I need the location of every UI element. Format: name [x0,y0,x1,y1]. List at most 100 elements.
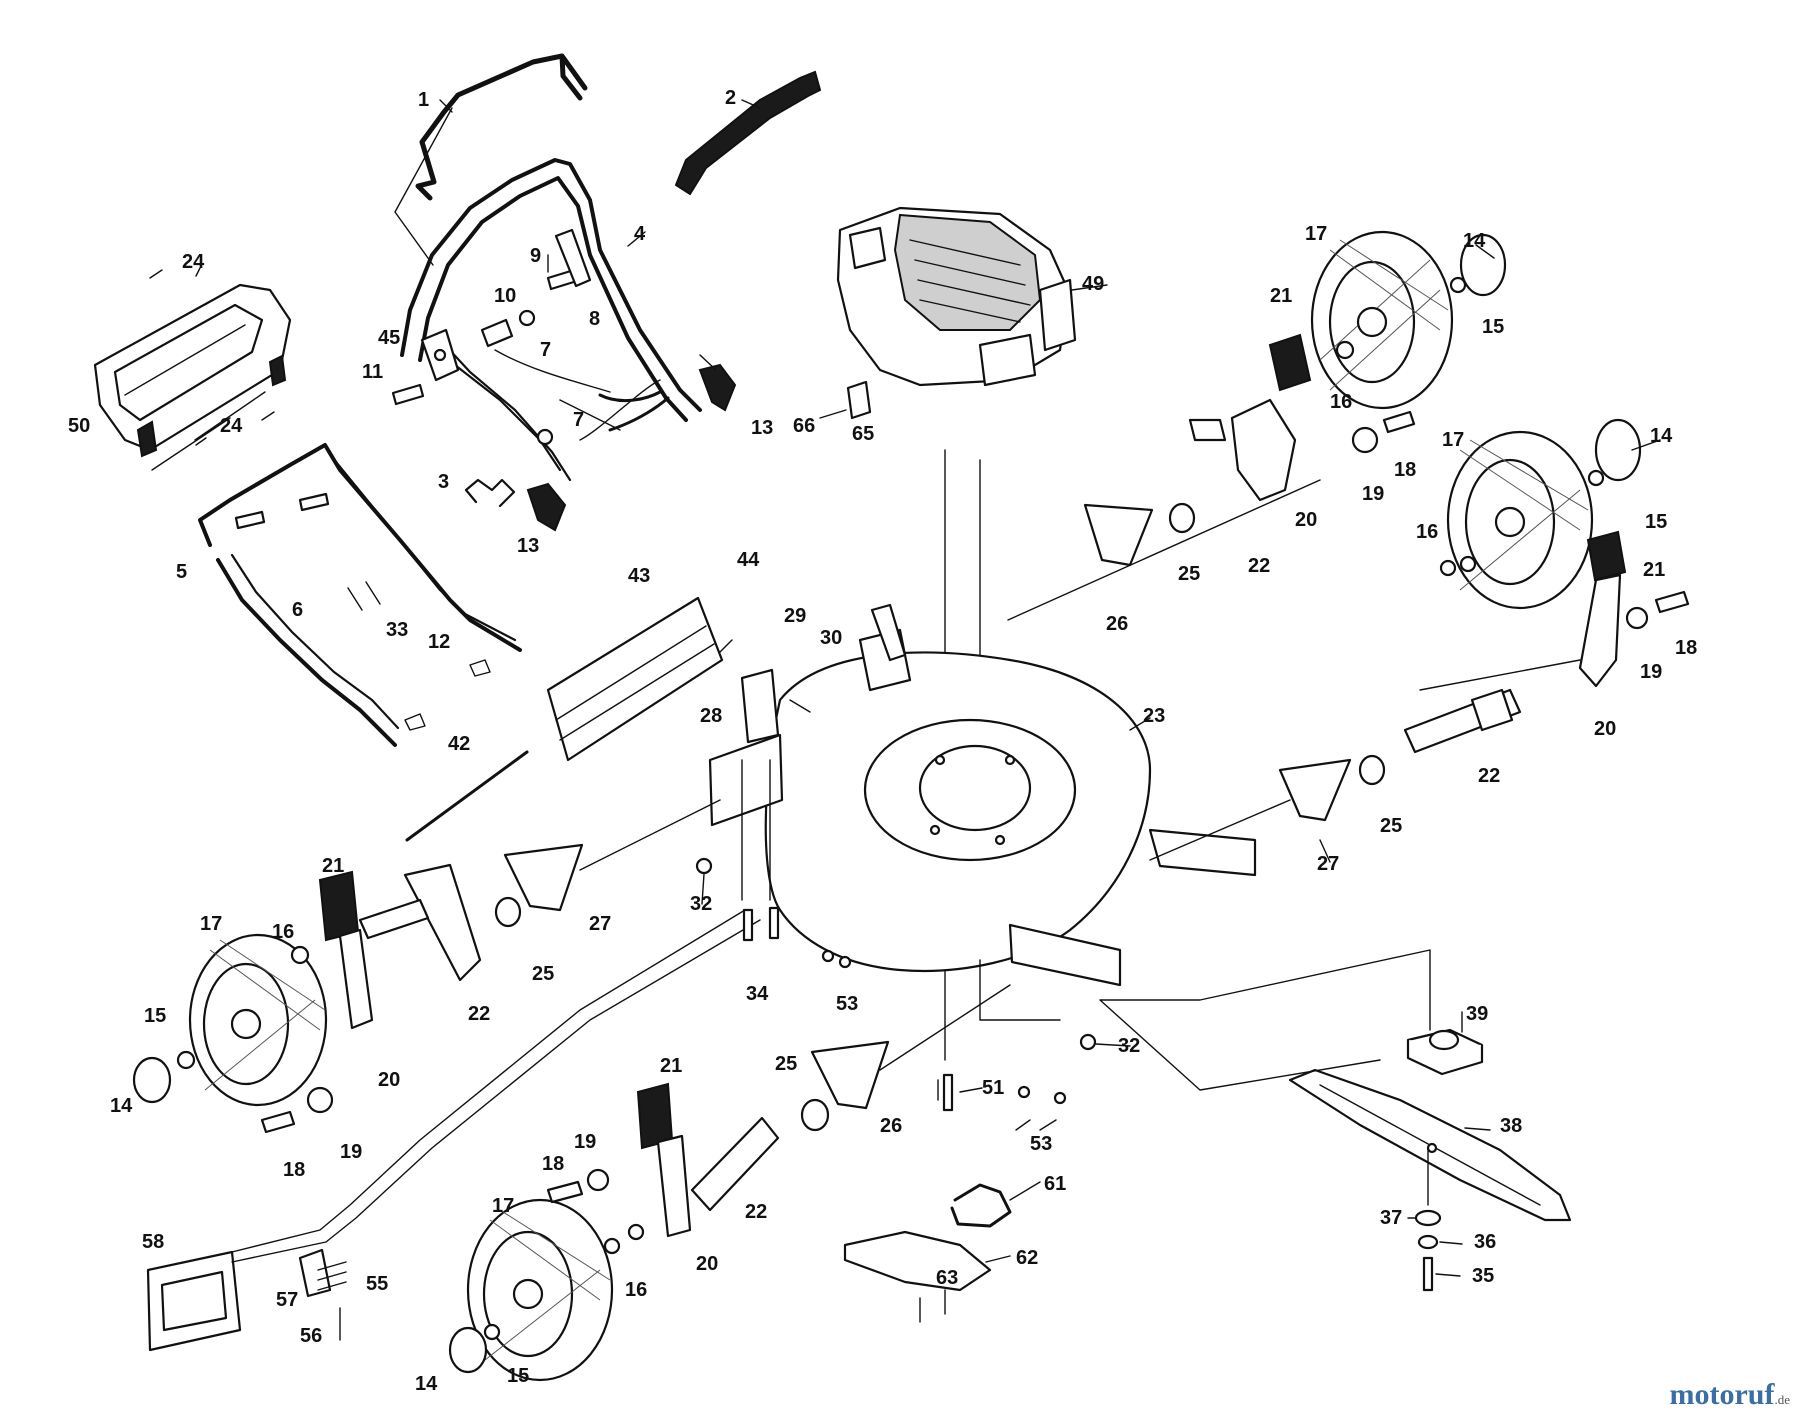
callout-37: 37 [1380,1207,1402,1229]
callout-16: 16 [625,1279,647,1301]
callout-25: 25 [1178,563,1200,585]
callout-21: 21 [660,1055,682,1077]
callout-8: 8 [589,308,600,330]
callout-55: 55 [366,1273,388,1295]
callout-51: 51 [982,1077,1004,1099]
callout-20: 20 [1594,718,1616,740]
callout-17: 17 [200,913,222,935]
callout-30: 30 [820,627,842,649]
callout-35: 35 [1472,1265,1494,1287]
callout-12: 12 [428,631,450,653]
callout-19: 19 [574,1131,596,1153]
callout-14: 14 [110,1095,133,1117]
fasteners [695,639,1097,1112]
callout-36: 36 [1474,1231,1496,1253]
callout-24: 24 [182,251,205,273]
wheel-assembly-mid-right [1149,418,1690,861]
callout-29: 29 [784,605,806,627]
part-13-knob-upper [698,363,737,412]
callout-20: 20 [696,1253,718,1275]
callout-58: 58 [142,1231,164,1253]
callout-9: 9 [530,245,541,267]
callout-49: 49 [1082,273,1104,295]
callout-3: 3 [438,471,449,493]
part-43-baffle [546,596,724,762]
callout-33: 33 [386,619,408,641]
callout-65: 65 [852,423,874,445]
callout-17: 17 [1305,223,1327,245]
callout-2: 2 [725,87,736,109]
callout-19: 19 [1640,661,1662,683]
handle-assembly [198,53,822,747]
callout-25: 25 [1380,815,1402,837]
callout-53: 53 [836,993,858,1015]
grass-bag-frame [93,269,292,471]
callout-16: 16 [272,921,294,943]
wheel-assembly-left [132,799,721,1134]
callout-labels: 1 2 3 4 5 6 7 7 8 9 10 11 12 13 13 14 14… [68,87,1697,1395]
callout-62: 62 [1016,1247,1038,1269]
callout-15: 15 [144,1005,166,1027]
leader-lines [195,99,1661,1277]
part-13-knob-lower [526,482,567,532]
callout-18: 18 [1675,637,1697,659]
callout-22: 22 [1478,765,1500,787]
callout-53: 53 [1030,1133,1052,1155]
callout-20: 20 [378,1069,400,1091]
part-1-control-bail [415,53,588,201]
callout-17: 17 [492,1195,514,1217]
callout-39: 39 [1466,1003,1488,1025]
wheel-assembly-bottom [448,984,1011,1382]
callout-22: 22 [468,1003,490,1025]
callout-23: 23 [1143,705,1165,727]
callout-10: 10 [494,285,516,307]
callout-66: 66 [793,415,815,437]
callout-56: 56 [300,1325,322,1347]
part-4-upper-handle [400,158,702,412]
callout-63: 63 [936,1267,958,1289]
callout-20: 20 [1295,509,1317,531]
callout-1: 1 [418,89,429,111]
part-2-handle-grip [674,70,822,196]
callout-27: 27 [1317,853,1339,875]
callout-18: 18 [283,1159,305,1181]
callout-34: 34 [746,983,769,1005]
callout-19: 19 [1362,483,1384,505]
callout-19: 19 [340,1141,362,1163]
callout-45: 45 [378,327,400,349]
watermark: motoruf.de [1669,1378,1790,1412]
callout-7: 7 [573,409,584,431]
callout-24: 24 [220,415,243,437]
callout-7: 7 [540,339,551,361]
callout-16: 16 [1416,521,1438,543]
callout-25: 25 [532,963,554,985]
callout-44: 44 [737,549,760,571]
callout-21: 21 [322,855,344,877]
callout-15: 15 [507,1365,529,1387]
callout-14: 14 [1650,425,1673,447]
callout-38: 38 [1500,1115,1522,1137]
callout-15: 15 [1645,511,1667,533]
callout-16: 16 [1330,391,1352,413]
callout-25: 25 [775,1053,797,1075]
callout-21: 21 [1270,285,1292,307]
rear-door-assembly [146,909,1057,1352]
callout-14: 14 [1463,230,1486,252]
watermark-main: motoruf [1669,1378,1775,1411]
blade-assembly [1099,949,1572,1292]
callout-26: 26 [1106,613,1128,635]
callout-21: 21 [1643,559,1665,581]
part-61-plug-clip [950,1183,1012,1228]
engine [819,206,1077,1061]
callout-50: 50 [68,415,90,437]
callout-11: 11 [362,361,383,383]
callout-5: 5 [176,561,187,583]
callout-18: 18 [1394,459,1416,481]
callout-27: 27 [589,913,611,935]
callout-17: 17 [1442,429,1464,451]
watermark-tld: .de [1774,1392,1790,1407]
mower-deck [405,596,1257,987]
callout-15: 15 [1482,316,1504,338]
callout-6: 6 [292,599,303,621]
